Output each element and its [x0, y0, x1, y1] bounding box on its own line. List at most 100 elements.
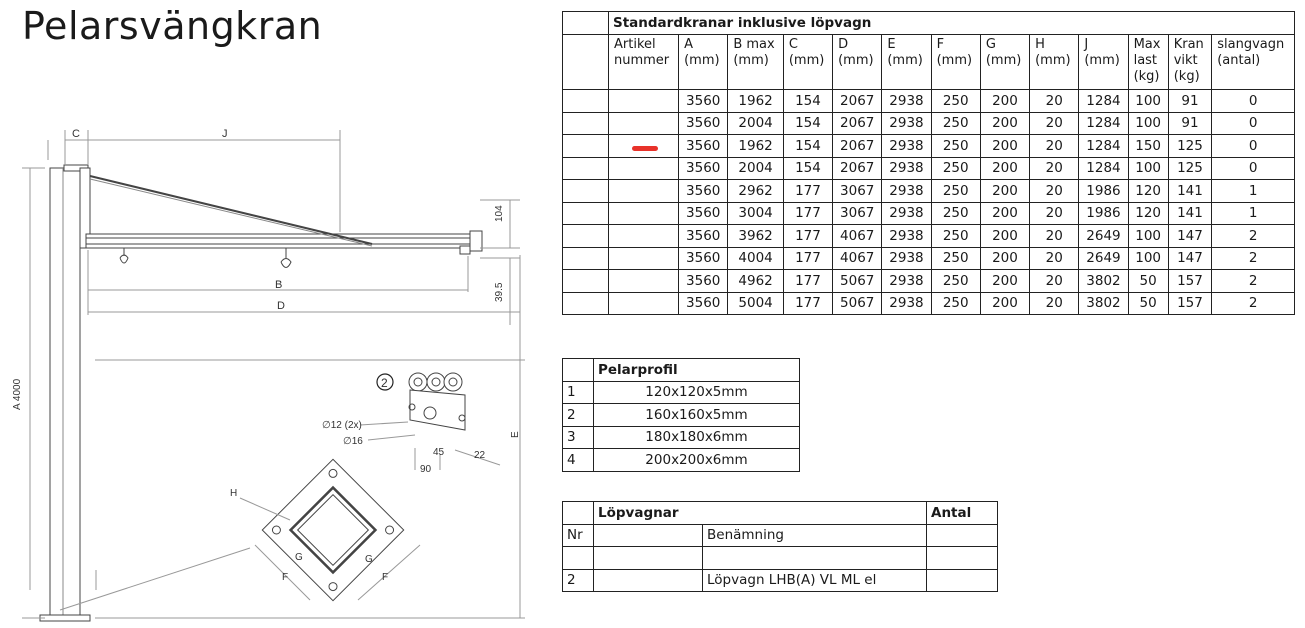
table-cell: 1284: [1078, 89, 1129, 113]
table-cell: 50: [1127, 269, 1169, 293]
table-cell: 141: [1167, 179, 1213, 203]
table-cell: 0: [1211, 89, 1295, 113]
table-cell: [607, 201, 680, 225]
hole-16-label: ∅16: [343, 436, 363, 447]
table-cell: [702, 546, 927, 570]
table-cell: 200: [979, 291, 1031, 315]
dim-90-label: 90: [420, 464, 432, 475]
table-cell: 154: [782, 111, 834, 135]
profile-value: 120x120x5mm: [593, 380, 800, 404]
pillar: [49, 167, 81, 619]
dim-j-label: J: [222, 128, 228, 140]
profile-number: 3: [562, 425, 594, 449]
table-cell: 2938: [881, 246, 932, 270]
table-cell: 200: [979, 156, 1031, 180]
table-cell: 1962: [727, 134, 784, 158]
tie-rod: [89, 175, 373, 245]
table-cell: 177: [782, 291, 834, 315]
table-cell: 1986: [1078, 201, 1129, 225]
label-h: H: [230, 488, 237, 499]
table-cell: 3560: [678, 156, 729, 180]
table-cell: 120: [1127, 179, 1169, 203]
table-cell: 20: [1029, 269, 1080, 293]
table-cell: 200: [979, 246, 1031, 270]
profile-table-title: Pelarprofil: [593, 358, 800, 382]
label-g-1: G: [295, 552, 303, 563]
table-cell: [593, 546, 703, 570]
dim-c-label: C: [72, 128, 80, 140]
table-cell: 141: [1167, 201, 1213, 225]
pillar-base: [39, 614, 91, 622]
table-cell: 147: [1167, 246, 1213, 270]
table-cell: 100: [1127, 246, 1169, 270]
table-cell: 2938: [881, 291, 932, 315]
table-cell: 2649: [1078, 224, 1129, 248]
table-cell: 20: [1029, 156, 1080, 180]
table-cell: 4067: [832, 246, 883, 270]
table-cell: 1284: [1078, 111, 1129, 135]
hole-12-label: ∅12 (2x): [322, 420, 362, 431]
profile-value: 200x200x6mm: [593, 448, 800, 472]
dim-a-label: A 4000: [12, 378, 23, 410]
table-cell: 250: [930, 111, 981, 135]
crane-header-cell: D(mm): [832, 34, 883, 90]
table-cell: 0: [1211, 111, 1295, 135]
table-cell: 125: [1167, 134, 1213, 158]
table-cell: [607, 291, 680, 315]
table-cell: 154: [782, 134, 834, 158]
crane-header-cell: E(mm): [881, 34, 932, 90]
table-cell: 2: [1211, 291, 1295, 315]
table-cell: 2004: [727, 156, 784, 180]
table-cell: 177: [782, 246, 834, 270]
profile-number: 2: [562, 403, 594, 427]
table-cell: 200: [979, 134, 1031, 158]
table-cell: 2067: [832, 156, 883, 180]
table-cell: 3560: [678, 89, 729, 113]
table-cell: [562, 546, 594, 570]
table-cell: 1962: [727, 89, 784, 113]
table-cell: 0: [1211, 134, 1295, 158]
table-cell: 100: [1127, 89, 1169, 113]
label-f-1: F: [282, 572, 288, 583]
table-cell: 2938: [881, 156, 932, 180]
table-cell: 125: [1167, 156, 1213, 180]
table-cell: 0: [1211, 156, 1295, 180]
table-cell: 20: [1029, 201, 1080, 225]
table-cell: 200: [979, 89, 1031, 113]
table-cell: [926, 546, 998, 570]
crane-header-cell: F(mm): [930, 34, 981, 90]
table-cell: 1284: [1078, 134, 1129, 158]
crane-table: Standardkranar inklusive löpvagn Artikel…: [562, 11, 1295, 315]
crane-header-cell: J(mm): [1078, 34, 1129, 90]
crane-header-cell: slangvagn(antal): [1211, 34, 1295, 90]
dim-104-label: 104: [494, 205, 505, 222]
boom: [85, 233, 481, 249]
page-title: Pelarsvängkran: [22, 4, 323, 48]
dim-b-label: B: [275, 279, 282, 291]
table-cell: 2938: [881, 134, 932, 158]
table-cell: 100: [1127, 111, 1169, 135]
crane-header-cell: B max(mm): [727, 34, 784, 90]
table-cell: 4004: [727, 246, 784, 270]
base-plate: [261, 458, 405, 602]
crane-header-cell: G(mm): [979, 34, 1031, 90]
crane-drawing: C J B D 104 39.5 A 4000 E 2 ∅12 (2x) ∅16…: [12, 128, 525, 622]
table-cell: 20: [1029, 111, 1080, 135]
nr-header: Nr: [562, 523, 594, 547]
table-cell: 2067: [832, 111, 883, 135]
table-cell: 147: [1167, 224, 1213, 248]
table-cell: 2004: [727, 111, 784, 135]
table-cell: 250: [930, 89, 981, 113]
table-cell: 250: [930, 201, 981, 225]
table-cell: 200: [979, 269, 1031, 293]
table-cell: 250: [930, 179, 981, 203]
